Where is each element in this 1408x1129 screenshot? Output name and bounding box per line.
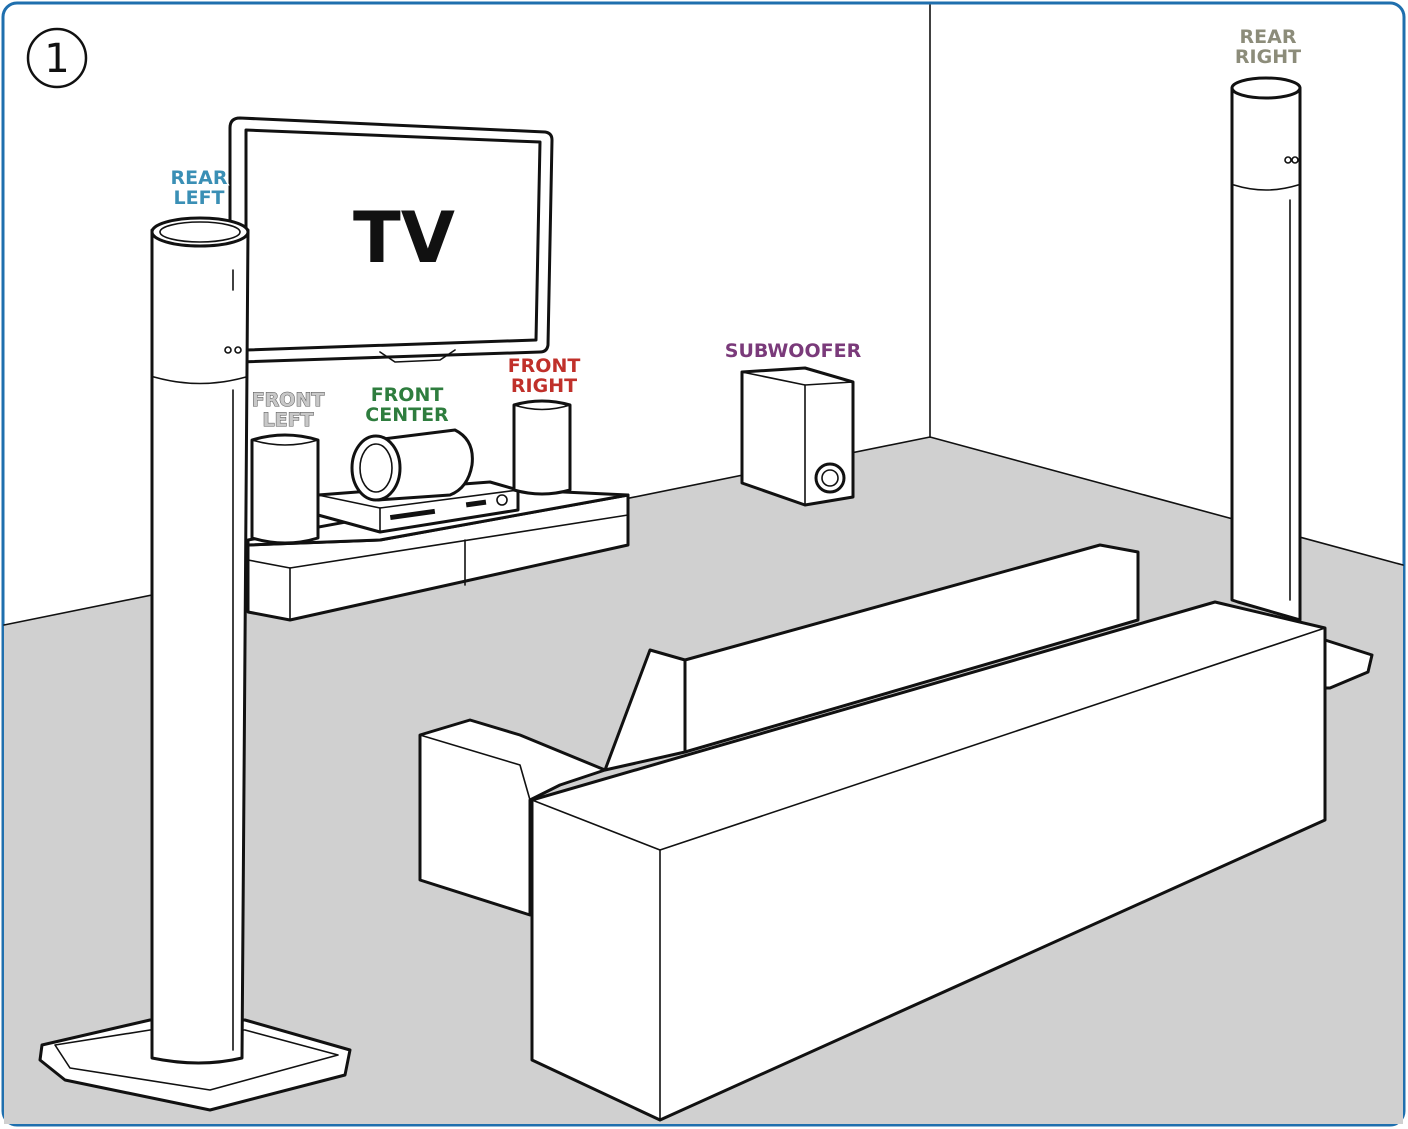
tv-label: TV xyxy=(353,197,455,279)
front-right-speaker xyxy=(514,401,570,494)
front-right-label-line1: FRONT xyxy=(508,355,581,377)
rear-left-label-line1: REAR xyxy=(171,167,228,189)
rear-right-label-line1: REAR xyxy=(1240,26,1297,48)
front-center-label-line1: FRONT xyxy=(371,384,444,406)
front-right-label-line2: RIGHT xyxy=(511,375,577,397)
rear-right-label-line2: RIGHT xyxy=(1235,46,1301,68)
front-left-label-line2: LEFT xyxy=(262,409,313,431)
front-center-label-line2: CENTER xyxy=(365,404,449,426)
step-number: 1 xyxy=(44,36,69,82)
subwoofer-label: SUBWOOFER xyxy=(725,340,862,362)
rear-left-label-line2: LEFT xyxy=(173,187,224,209)
subwoofer xyxy=(742,368,853,505)
front-left-speaker xyxy=(252,435,318,543)
front-left-label-line1: FRONT xyxy=(252,389,325,411)
front-center-speaker xyxy=(352,430,472,500)
